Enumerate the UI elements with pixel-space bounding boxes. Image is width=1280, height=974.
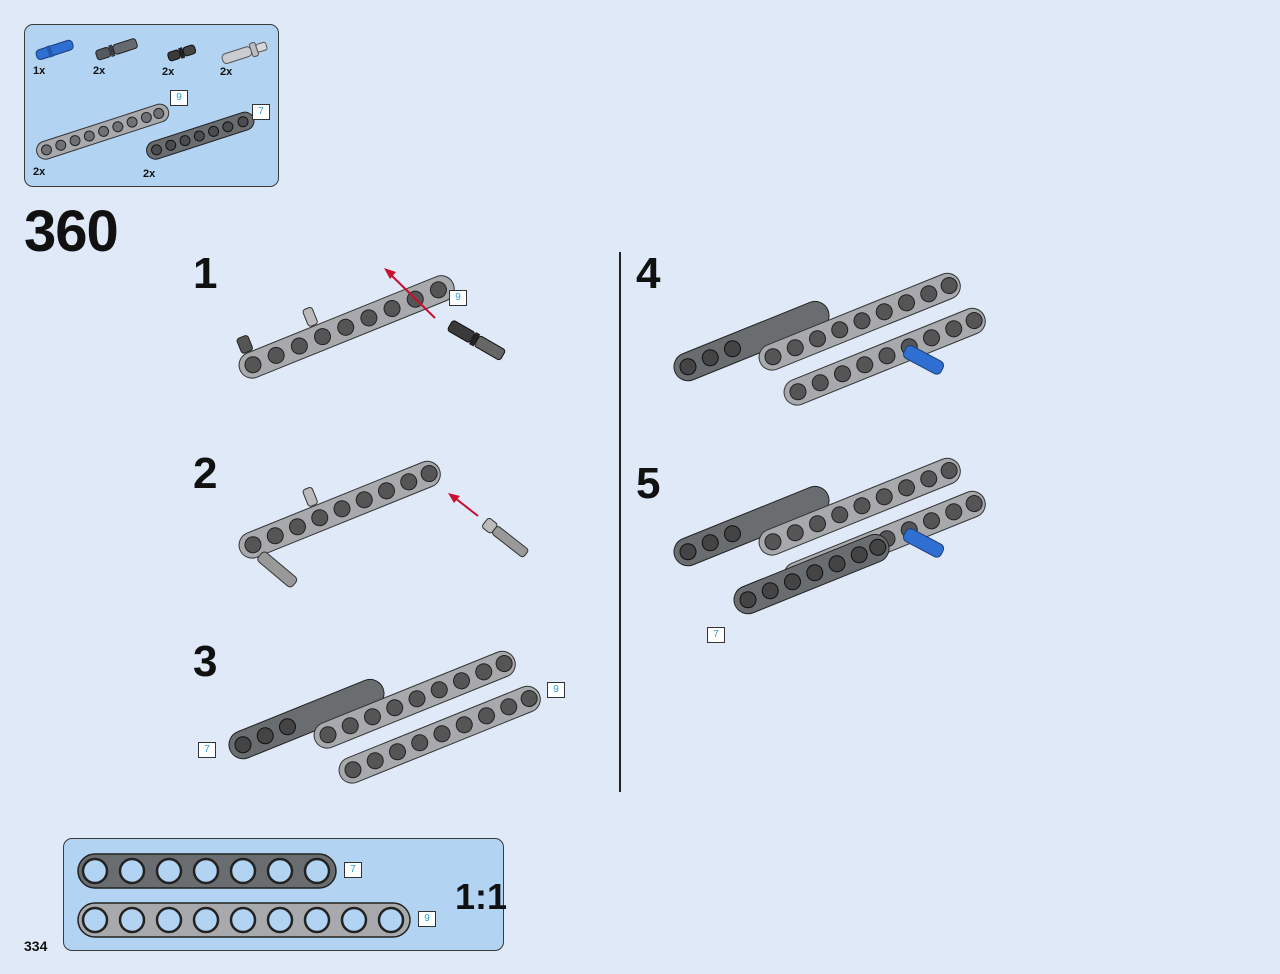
beam-7-scale-icon [77,853,337,889]
black-friction-pin-icon [447,320,506,361]
part-qty: 1x [33,65,46,77]
substep-number: 5 [636,459,661,508]
substep-1-illustration [236,268,506,379]
parts-list-art [35,38,268,160]
substep-3-illustration [228,650,541,784]
beam-9-scale-icon [77,902,411,938]
scale-panel: 7 9 1:1 [63,838,508,951]
substep-4-illustration [673,272,986,406]
beam-length-callout: 7 [252,104,270,120]
black-friction-pin-icon [167,44,197,62]
part-qty: 2x [143,168,156,180]
beam-length-callout: 7 [198,742,216,758]
beam-length-callout: 9 [170,90,188,106]
column-divider [619,252,621,792]
substep-number: 3 [193,637,218,686]
step-number: 360 [24,199,119,264]
beam-length-callout: 9 [449,290,467,306]
arrowhead-icon [384,268,396,279]
insert-arrow [454,497,479,517]
substep-number: 2 [193,449,218,498]
insert-arrow [387,271,436,319]
substep-number: 1 [193,249,218,298]
part-qty: 2x [220,66,233,78]
blue-axle-pin-icon [902,345,945,375]
beam-length-callout: 7 [707,627,725,643]
light-gray-axle-pin-icon [221,41,268,64]
beam-length-callout: 9 [418,911,436,927]
beam-length-callout: 7 [344,862,362,878]
arrowhead-icon [448,493,460,503]
dark-connector-pin-icon [95,38,138,61]
blue-axle-pin-icon [902,528,945,558]
light-gray-beam-9-icon [36,103,170,160]
substep-2-illustration [238,460,529,588]
scale-beams [77,853,411,938]
part-qty: 2x [93,65,106,77]
dark-gray-beam-7-icon [146,111,255,160]
page-number: 334 [24,938,48,954]
parts-list-panel: 1x 2x 2x 2x 2x 2x 9 7 [24,24,279,187]
substep-5-illustration [673,457,986,615]
part-qty: 2x [162,66,175,78]
scale-label: 1:1 [455,876,508,917]
beam-length-callout: 9 [547,682,565,698]
part-qty: 2x [33,166,46,178]
blue-axle-pin-icon [35,39,74,60]
substep-number: 4 [636,249,661,298]
